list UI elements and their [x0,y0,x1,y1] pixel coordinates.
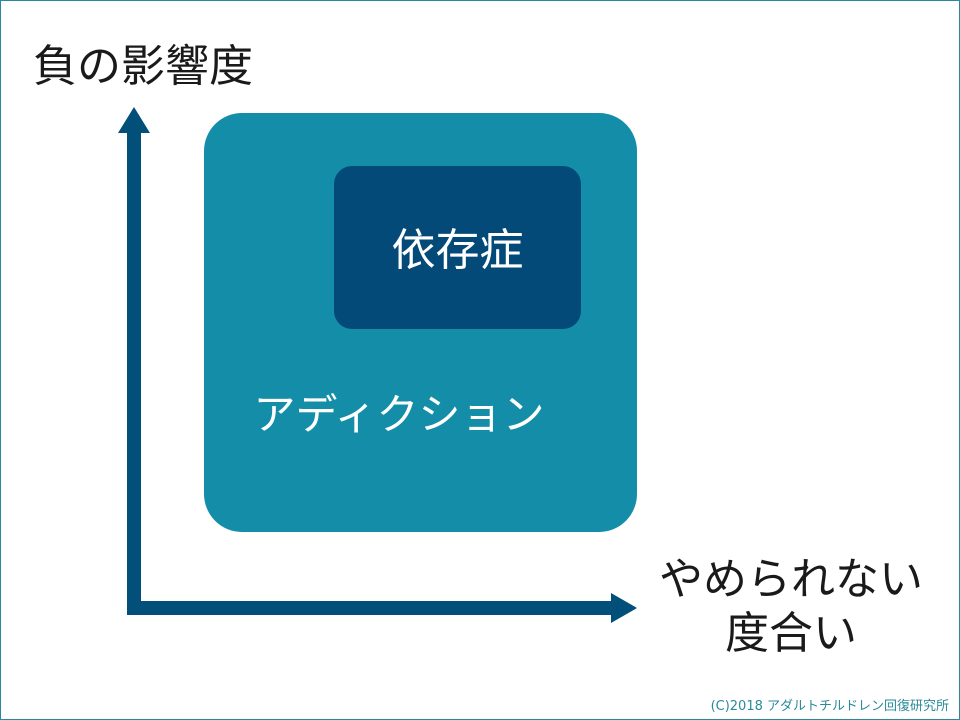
x-axis-label: やめられない 度合い [631,553,951,661]
addiction-label: アディクション [253,390,545,439]
y-axis-arrowhead [118,107,150,133]
copyright-notice: (C)2018 アダルトチルドレン回復研究所 [710,699,949,714]
x-axis-label-line-2: 度合い [725,608,857,659]
dependence-label: 依存症 [391,225,524,276]
x-axis-label-line-1: やめられない [659,554,923,605]
dependence-region [334,166,581,329]
x-axis-arrowhead [611,593,637,623]
y-axis-label: 負の影響度 [33,41,253,92]
